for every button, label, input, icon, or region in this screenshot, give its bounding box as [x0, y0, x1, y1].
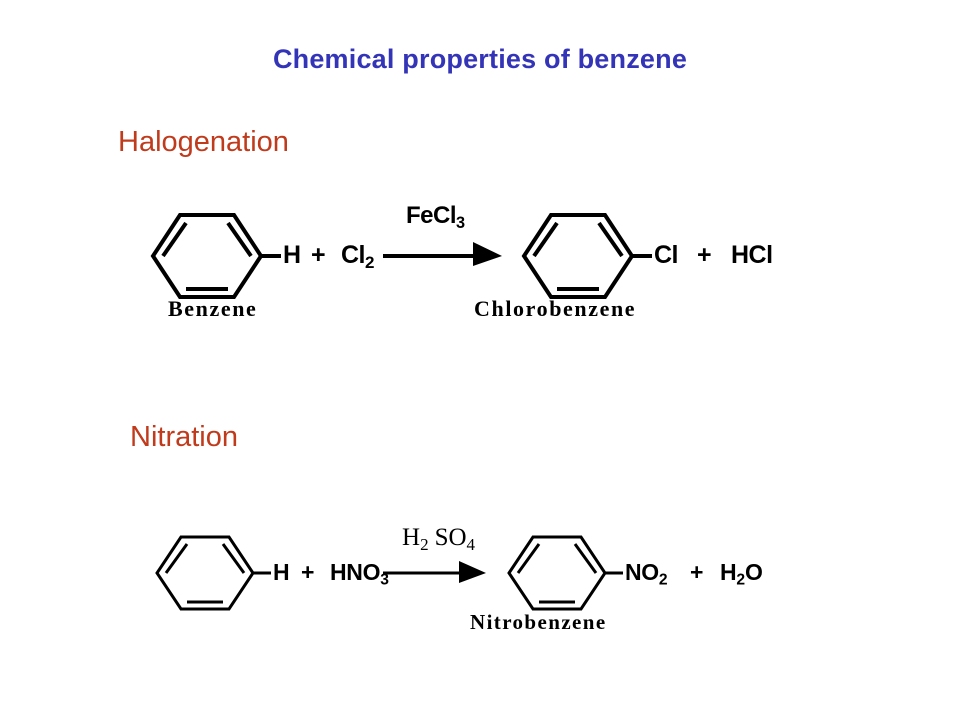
product-substituent-no2-subscript: 2: [658, 571, 668, 589]
product-water-o: O: [745, 559, 763, 585]
reactant-nitric-acid: HNO3: [330, 559, 389, 589]
reaction-scheme-halogenation: H + Cl2 FeCl3 Cl + HCl: [0, 190, 960, 335]
product-substituent-no2: NO2: [625, 559, 668, 589]
section-heading-halogenation: Halogenation: [118, 126, 289, 158]
nitration-structures-drawing: [155, 535, 623, 611]
benzene-ring-product: [521, 213, 652, 299]
halogenation-structures-drawing: [150, 213, 652, 299]
reagent-fecl3-symbol: FeCl: [406, 202, 457, 229]
reactant-chlorine-subscript: 2: [365, 253, 375, 273]
reactant-substituent-h-nitration: H: [273, 559, 290, 585]
benzene-ring-reactant-nitration: [155, 535, 271, 611]
product-water-h: H: [720, 559, 737, 585]
compound-label-nitrobenzene: Nitrobenzene: [470, 610, 607, 634]
reagent-fecl3: FeCl3: [406, 202, 466, 232]
reactant-substituent-h: H: [283, 241, 301, 269]
product-water: H2O: [720, 559, 763, 589]
plus-sign-reactants: +: [311, 241, 326, 269]
reactant-nitric-acid-subscript: 3: [380, 571, 389, 589]
reagent-sulfuric-acid-h: H: [402, 524, 421, 551]
benzene-ring-reactant: [150, 213, 281, 299]
plus-sign-reactants-nitration: +: [301, 559, 315, 585]
reagent-sulfuric-acid-so: SO: [434, 524, 467, 551]
product-substituent-cl: Cl: [654, 241, 679, 269]
reactant-nitric-acid-symbol: HNO: [330, 559, 381, 585]
reaction-arrow-nitration: [383, 561, 486, 583]
product-hcl: HCl: [731, 241, 773, 269]
compound-label-benzene: Benzene: [168, 296, 258, 321]
reactant-chlorine: Cl2: [341, 241, 375, 273]
plus-sign-products-nitration: +: [690, 559, 704, 585]
reagent-sulfuric-acid-so-subscript: 4: [466, 535, 476, 555]
reagent-fecl3-subscript: 3: [456, 213, 466, 232]
reactant-chlorine-symbol: Cl: [341, 241, 366, 269]
section-heading-nitration: Nitration: [130, 421, 238, 453]
reagent-sulfuric-acid-h-subscript: 2: [420, 535, 429, 555]
plus-sign-products: +: [697, 241, 712, 269]
benzene-ring-product-nitration: [507, 535, 623, 611]
compound-label-chlorobenzene: Chlorobenzene: [474, 296, 637, 321]
product-water-subscript: 2: [736, 571, 746, 589]
page-title: Chemical properties of benzene: [272, 44, 688, 74]
reaction-arrow-halogenation: [383, 242, 502, 266]
product-substituent-no2-symbol: NO: [625, 559, 659, 585]
